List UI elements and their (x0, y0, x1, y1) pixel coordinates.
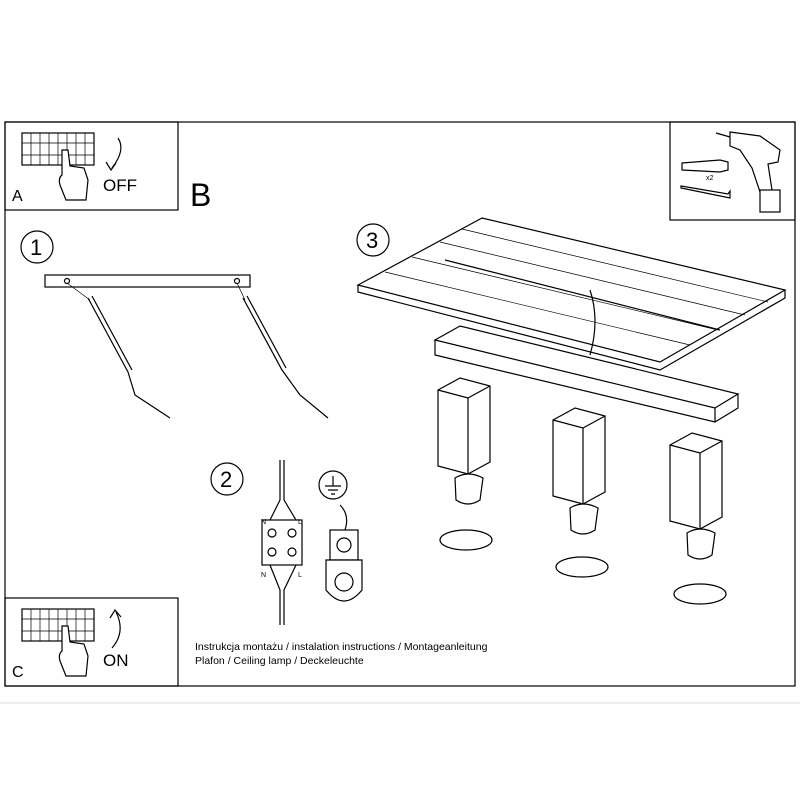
lamp-rail (433, 325, 740, 423)
rotate-arrow-icon (673, 583, 727, 605)
outer-frame (4, 121, 796, 687)
step-2-wiring: 2 N L N L (210, 460, 363, 625)
panel-c-letter: C (12, 664, 24, 681)
hand-icon (58, 625, 89, 677)
panel-a-letter: A (12, 188, 23, 205)
screw-and-plug-left (87, 297, 171, 419)
live-label: L (298, 519, 302, 526)
hand-icon (58, 149, 89, 201)
off-label: OFF (103, 176, 137, 195)
bulb-icon (569, 503, 599, 535)
step-2-number: 2 (220, 467, 232, 492)
rotate-arrow-icon (439, 529, 493, 551)
panel-c-power-on: C ON (4, 597, 179, 687)
spotlight-2 (552, 407, 609, 578)
breaker-icon (21, 608, 95, 642)
panel-b-letter: B (190, 177, 211, 213)
step-1-number: 1 (30, 235, 42, 260)
product-type: Plafon / Ceiling lamp / Deckeleuchte (195, 655, 364, 667)
live-label: L (298, 572, 302, 579)
arrow-up-icon (111, 611, 121, 649)
tools-box: x2 (669, 121, 796, 221)
bulb-icon (686, 528, 716, 560)
wall-plug-icon (681, 159, 729, 173)
spotlight-1 (437, 377, 493, 551)
screw-icon (680, 185, 731, 199)
terminal-block (261, 519, 303, 566)
neutral-label: N (261, 519, 266, 526)
panel-a-power-off: A OFF (4, 121, 179, 211)
bulb-icon (454, 473, 484, 505)
screw-and-plug-right (242, 297, 329, 419)
neutral-label: N (261, 572, 266, 579)
step-1-drilling: 1 (20, 230, 329, 419)
mounting-bracket (44, 274, 251, 288)
drill-icon (715, 131, 781, 213)
ground-symbol-icon (318, 470, 348, 500)
ceiling-plate (356, 217, 787, 371)
step-3-number: 3 (366, 228, 378, 253)
arrow-down-icon (111, 137, 122, 169)
breaker-icon (21, 132, 95, 166)
instructions-title: Instrukcja montażu / instalation instruc… (195, 641, 488, 653)
ground-terminal (329, 529, 359, 561)
rotate-arrow-icon (555, 556, 609, 578)
on-label: ON (103, 651, 129, 670)
step-3-mounting: 3 (356, 217, 787, 605)
spotlight-3 (669, 432, 727, 605)
quantity-label: x2 (706, 175, 714, 182)
